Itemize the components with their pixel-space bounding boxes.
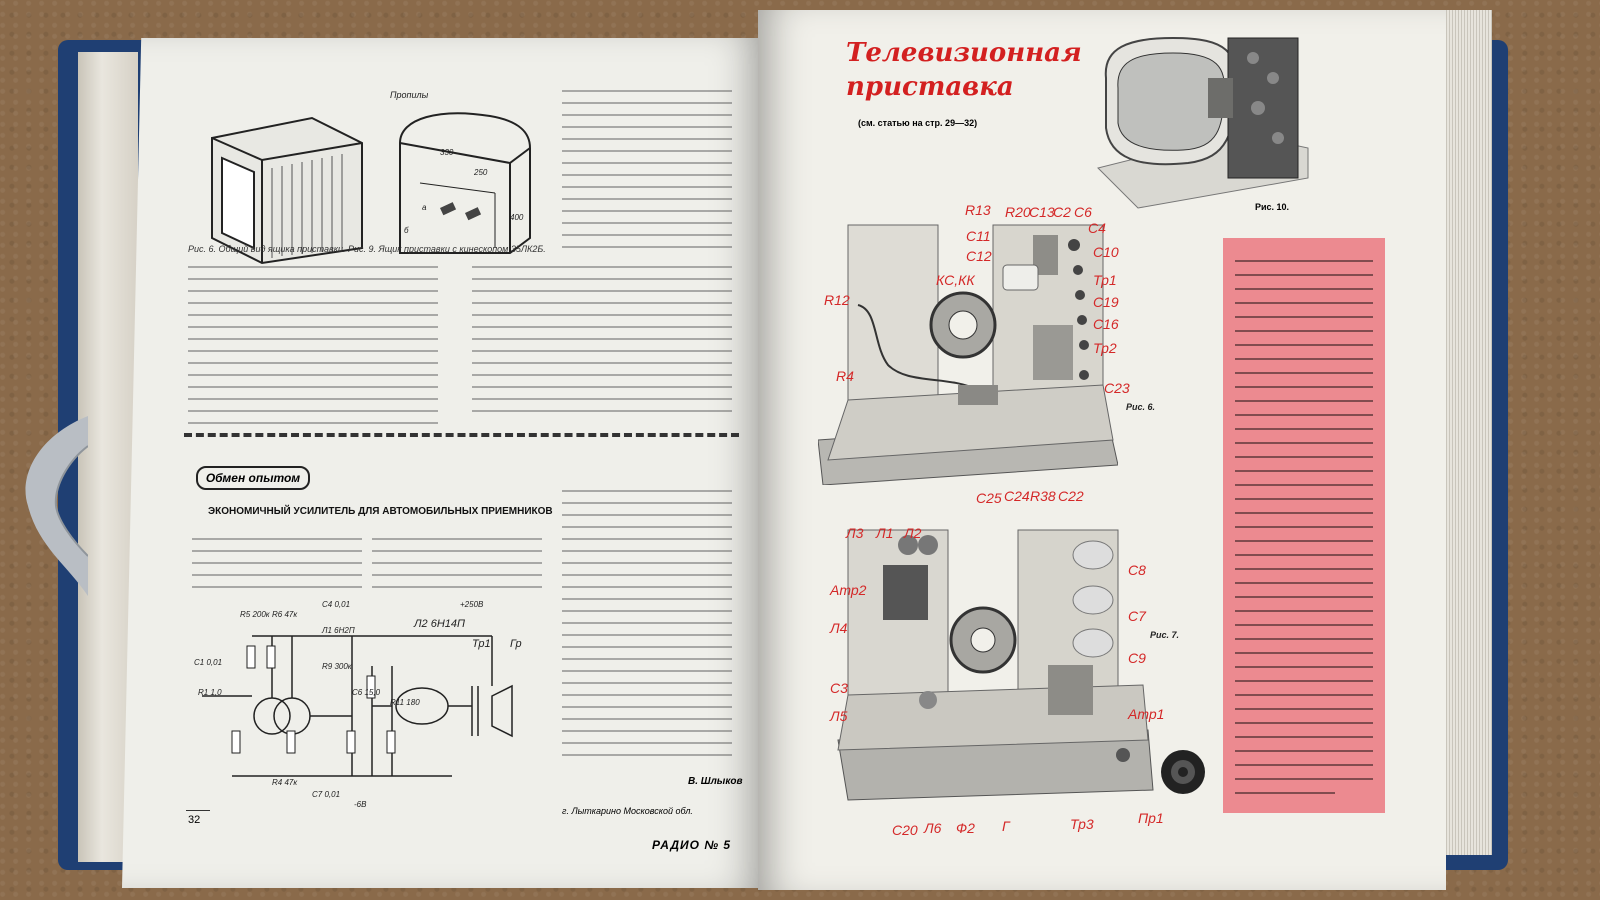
amplifier-schematic <box>202 635 513 777</box>
article-title-right: Телевизионная приставка <box>846 38 1082 102</box>
label-r4: R4 47к <box>272 778 298 787</box>
fig6-label-r13: R13 <box>965 202 991 218</box>
label-c7: C7 0,01 <box>312 790 341 799</box>
fig6-label-r12: R12 <box>824 292 850 308</box>
label-r9: R9 300к <box>322 662 352 671</box>
fig6-label-c12: C12 <box>966 248 992 264</box>
fig7-label-atr1: Атр1 <box>1128 706 1165 722</box>
label-minus6: -6В <box>354 800 367 809</box>
fig7-label-tr3: Тр3 <box>1070 816 1094 832</box>
fig6-label-c16: C16 <box>1093 316 1119 332</box>
pink-note-box <box>1223 238 1385 813</box>
label-c1: C1 0,01 <box>194 658 223 667</box>
fig7-label-c7: C7 <box>1128 608 1146 624</box>
fig6-label-tr1: Тр1 <box>1093 272 1117 288</box>
label-c4: C4 0,01 <box>322 600 351 609</box>
caption-fig10: Рис. 10. <box>1255 202 1290 212</box>
article-location: г. Лыткарино Московской обл. <box>562 806 693 816</box>
box-drawing-fig6 <box>211 116 363 265</box>
label-r1: R1 1,0 <box>198 688 222 697</box>
fig7-label-c20: C20 <box>892 822 918 838</box>
label-propily: Пропилы <box>390 90 429 100</box>
fig6-label-tr2: Тр2 <box>1093 340 1117 356</box>
fig7-label-c3: C3 <box>830 680 848 696</box>
photo-fig6-chassis <box>818 224 1118 485</box>
fig7-label-l5: Л5 <box>830 708 848 724</box>
caption-fig6: Рис. 6. <box>1126 402 1156 412</box>
fig6-label-r20: R20 <box>1005 204 1031 220</box>
fig6-label-ks-kk: КС,КК <box>936 272 975 288</box>
label-a: а <box>422 203 427 212</box>
label-b: б <box>404 226 409 235</box>
section-logo: Обмен опытом <box>196 466 310 490</box>
fig7-label-pr1: Пр1 <box>1138 810 1164 826</box>
photo-fig10-tv <box>1097 36 1309 209</box>
page-number-rule <box>186 810 210 811</box>
left-page: Пропилы 330 250 400 а б Рис. 6. Общий ви… <box>122 38 762 888</box>
caption-fig7: Рис. 7. <box>1150 630 1180 640</box>
fig6-label-c11: C11 <box>966 228 991 244</box>
box-drawing-fig9 <box>399 112 531 254</box>
magazine-name: РАДИО № 5 <box>652 838 732 852</box>
page-number: 32 <box>188 814 201 826</box>
fig6-label-c10: C10 <box>1093 244 1119 260</box>
label-c6: C6 15,0 <box>352 688 381 697</box>
fig7-label-l3: Л3 <box>846 525 864 541</box>
fig7-label-c8: C8 <box>1128 562 1146 578</box>
fig6-label-c13: C13 <box>1029 204 1055 220</box>
fig6-label-c22: C22 <box>1058 488 1084 504</box>
fig7-label-atr2: Атр2 <box>830 582 867 598</box>
fig6-label-c19: C19 <box>1093 294 1119 310</box>
fig6-label-c25: C25 <box>976 490 1002 506</box>
fig7-label-g: Г <box>1002 818 1010 834</box>
fig6-label-r4: R4 <box>836 368 854 384</box>
ribbon-bookmark <box>25 416 88 596</box>
figure-captions: Рис. 6. Общий вид ящика приставки. Рис. … <box>188 244 546 254</box>
fig6-label-c23: C23 <box>1104 380 1130 396</box>
label-330: 330 <box>440 148 454 157</box>
fig6-label-c2: C2 <box>1053 204 1071 220</box>
label-gr: Гр <box>510 638 522 650</box>
fig6-label-c24: C24 <box>1004 488 1030 504</box>
fig7-label-c9: C9 <box>1128 650 1146 666</box>
label-l1: Л1 6Н2П <box>322 626 355 635</box>
fig7-label-l6: Л6 <box>924 820 942 836</box>
fig7-label-l2: Л2 <box>904 525 922 541</box>
label-l2: Л2 6Н14П <box>414 618 465 630</box>
fuse-holder-photo <box>1161 750 1205 794</box>
label-r6: R6 47к <box>272 610 298 619</box>
label-400: 400 <box>510 213 524 222</box>
fig6-label-c4: C4 <box>1088 220 1106 236</box>
section-separator <box>184 433 739 437</box>
photo-fig7-chassis <box>837 529 1154 801</box>
fig6-label-r38: R38 <box>1030 488 1056 504</box>
article-author: В. Шлыков <box>688 776 743 787</box>
article-title: ЭКОНОМИЧНЫЙ УСИЛИТЕЛЬ ДЛЯ АВТОМОБИЛЬНЫХ … <box>208 506 553 517</box>
label-250: 250 <box>474 168 488 177</box>
label-tr1: Тр1 <box>472 638 491 650</box>
fig6-label-c6: C6 <box>1074 204 1092 220</box>
label-r11: R11 180 <box>390 698 420 707</box>
fig7-label-l4: Л4 <box>830 620 848 636</box>
label-r5: R5 200к <box>240 610 270 619</box>
fig7-label-f2: Ф2 <box>956 820 975 836</box>
article-subtitle: (см. статью на стр. 29—32) <box>858 118 978 128</box>
fig7-label-l1: Л1 <box>876 525 894 541</box>
label-plus250: +250В <box>460 600 484 609</box>
